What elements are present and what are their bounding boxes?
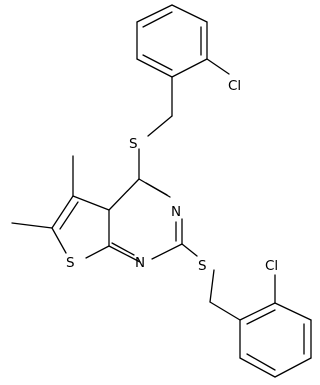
atom-n-ring: N: [171, 204, 181, 220]
top-c-cl-bond: [206, 58, 230, 75]
bottom-c-s-bond: [181, 243, 198, 257]
bottom-ch2-bond-2: [209, 301, 241, 321]
top-chlorophenyl-ring: [136, 4, 208, 78]
bottom-chlorophenyl-ring: [239, 302, 312, 378]
atom-cl-bottom: Cl: [265, 258, 278, 274]
atom-s-bottom: S: [198, 258, 207, 274]
atom-s-thiophene: S: [66, 255, 75, 271]
atom-n-ring-2: N: [135, 255, 145, 271]
top-ch2-bond-2: [147, 115, 173, 137]
pyrimidine-ring: [108, 148, 183, 263]
atom-s-top: S: [129, 136, 138, 152]
atom-cl-top: Cl: [228, 78, 241, 94]
methyl-6-bond: [11, 222, 53, 229]
thiophene-ring: [51, 195, 110, 259]
bottom-ch2-bond-1: [209, 269, 215, 303]
